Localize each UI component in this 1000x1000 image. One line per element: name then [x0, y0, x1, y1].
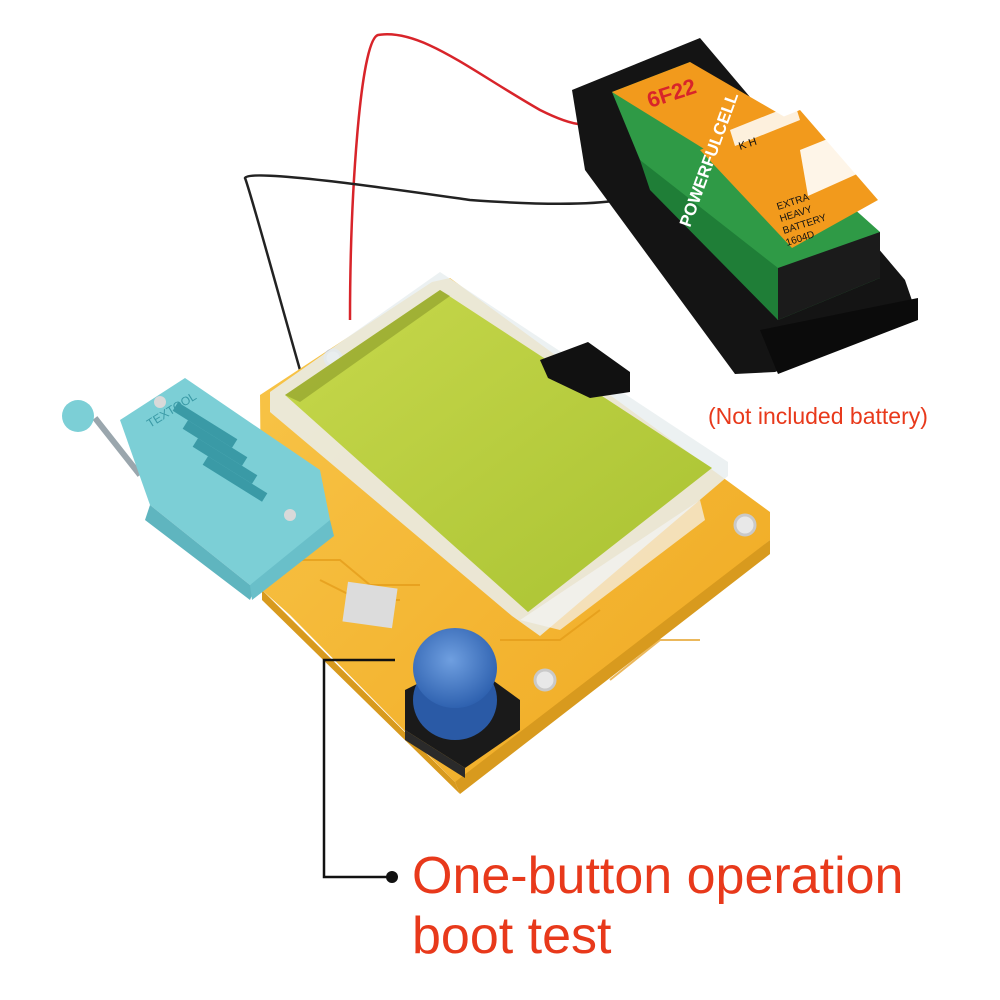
lcd-module: [270, 272, 728, 636]
caption-line-1: One-button operation: [412, 847, 904, 905]
socket-screw: [284, 509, 296, 521]
caption-line-2: boot test: [412, 907, 612, 965]
battery-marks-label: K H: [737, 136, 758, 153]
callout-pointer: [322, 658, 398, 883]
blue-button-cap[interactable]: [413, 628, 497, 708]
wires: [243, 32, 621, 371]
mount-hole: [733, 513, 757, 537]
red-wire: [348, 32, 601, 321]
socket-screw: [154, 396, 166, 408]
battery-holder: 6F22 POWERFULCELL K H EXTRA HEAVY BATTER…: [572, 38, 918, 374]
contact-pad: [342, 581, 398, 629]
socket-slots: [172, 402, 268, 502]
black-wire: [243, 174, 621, 371]
socket-lever-knob: [62, 400, 94, 432]
lcd-screen: [285, 290, 712, 612]
mount-hole: [533, 668, 557, 692]
test-button[interactable]: [405, 628, 520, 778]
battery-not-included-note: (Not included battery): [708, 403, 928, 429]
pcb-traces: [300, 559, 700, 681]
